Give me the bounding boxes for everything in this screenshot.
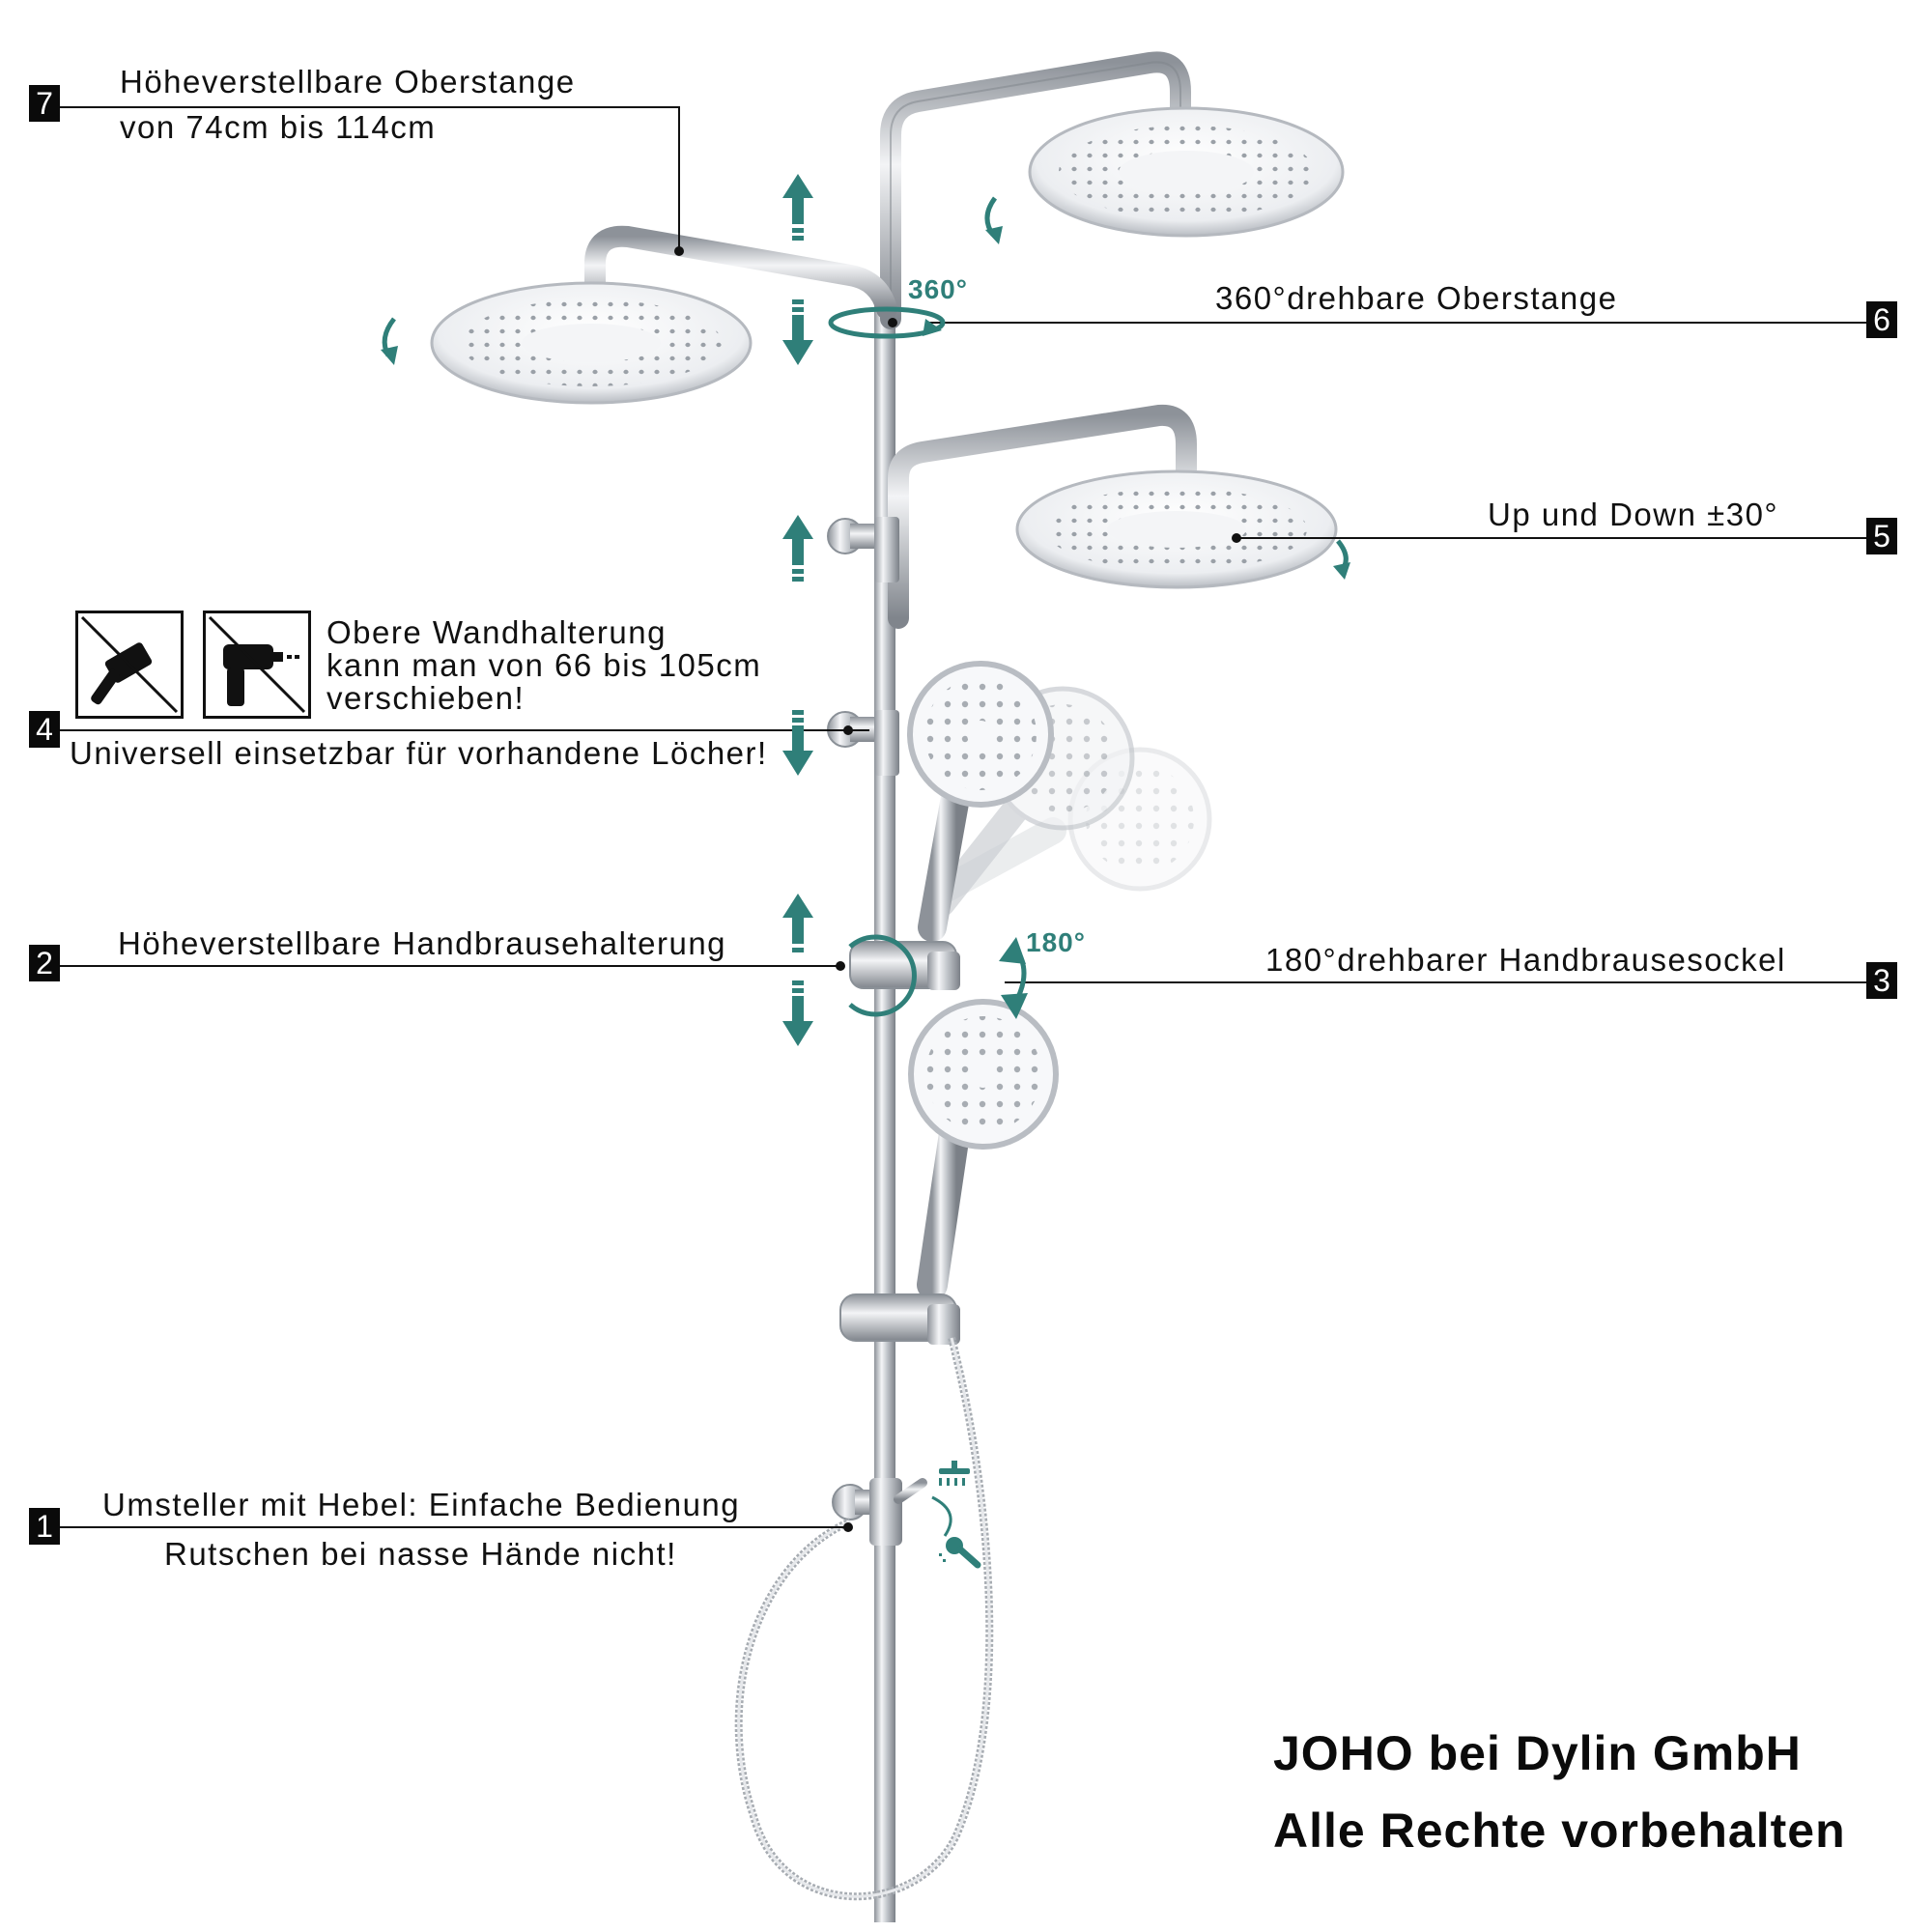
leader-lines: [60, 106, 1874, 1528]
callout-badge-2: 2: [29, 945, 60, 981]
wall-bracket-upper: [827, 517, 899, 582]
callout-2-line-1: Höheverstellbare Handbrausehalterung: [118, 925, 727, 961]
callout-1-line-1: Umsteller mit Hebel: Einfache Bedienung: [102, 1487, 741, 1522]
callout-5-line-1: Up und Down ±30°: [1488, 497, 1779, 532]
up-arrow-icon: [782, 174, 813, 241]
callout-4-line-2: kann man von 66 bis 105cm: [327, 647, 762, 683]
down-arrow-icon: [782, 710, 813, 776]
callout-1-line-2: Rutschen bei nasse Hände nicht!: [164, 1536, 677, 1572]
no-hammer-icon: [75, 611, 184, 719]
rotation-label-180: 180°: [1026, 927, 1086, 957]
copyright-line-1: JOHO bei Dylin GmbH: [1273, 1726, 1802, 1780]
callout-6-line-1: 360°drehbare Oberstange: [1215, 280, 1618, 316]
callout-7-line-2: von 74cm bis 114cm: [120, 109, 437, 145]
callout-4-line-4: Universell einsetzbar für vorhandene Löc…: [70, 735, 768, 771]
shower-hose: [734, 1336, 994, 1901]
wall-bracket-middle: [827, 710, 899, 776]
rotated-arm-left: [584, 225, 897, 320]
callout-badge-7: 7: [29, 85, 60, 122]
hand-shower-lower: [908, 999, 1059, 1300]
down-arrow-icon: [782, 980, 813, 1046]
lower-slider: [839, 1293, 960, 1345]
rotation-label-360: 360°: [908, 274, 968, 304]
callout-3-line-1: 180°drehbarer Handbrausesockel: [1265, 942, 1786, 978]
callout-7-line-1: Höheverstellbare Oberstange: [120, 64, 576, 99]
callout-badge-5: 5: [1866, 518, 1897, 554]
handshower-mode-icon: [939, 1537, 981, 1569]
copyright-line-2: Alle Rechte vorbehalten: [1273, 1804, 1846, 1858]
diverter-valve: [832, 1478, 927, 1546]
lower-arm: [888, 404, 1197, 629]
callout-4-line-1: Obere Wandhalterung: [327, 614, 667, 650]
hand-shower-upper: [907, 661, 1054, 942]
callout-4-line-3: verschieben!: [327, 680, 526, 716]
callout-badge-3: 3: [1866, 962, 1897, 999]
rain-shower-head-lower: [1015, 469, 1338, 589]
callout-badge-4: 4: [29, 711, 60, 748]
up-arrow-icon: [782, 515, 813, 582]
up-arrow-icon: [782, 894, 813, 952]
no-drill-icon: [203, 611, 311, 719]
hand-shower-holder: [849, 941, 960, 990]
callout-badge-6: 6: [1866, 301, 1897, 338]
rain-mode-icon: [939, 1461, 970, 1486]
callout-badge-1: 1: [29, 1508, 60, 1545]
rain-shower-head-left: [430, 281, 753, 405]
rain-shower-head-top: [1028, 106, 1345, 238]
down-arrow-icon: [782, 299, 813, 365]
